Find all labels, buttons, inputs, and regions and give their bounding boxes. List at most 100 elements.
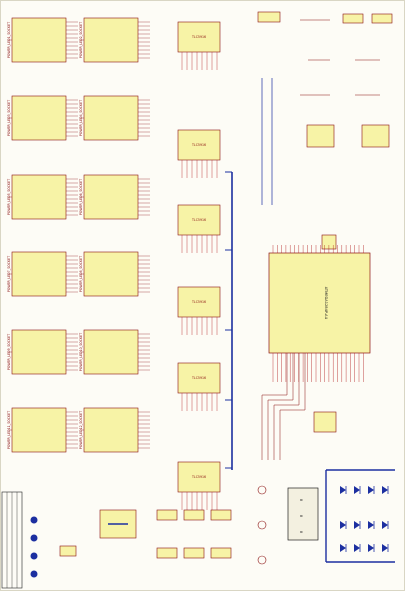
- header-label: POWER_LED5_SOCKET: [7, 179, 11, 215]
- signal-wires: [261, 353, 306, 460]
- mcu-body: [268, 252, 371, 354]
- driver-body: [177, 286, 221, 318]
- voltage-regulator-2: [371, 13, 393, 24]
- header-body: [83, 17, 139, 63]
- seven-segment-display: 8 8 8: [287, 487, 319, 541]
- led-driver-group: TLC5916TLC5916TLC5916TLC5916TLC5916TLC59…: [177, 21, 221, 510]
- led-driver-ic: TLC5916: [177, 129, 221, 178]
- button-4: [156, 547, 178, 559]
- connector-header: POWER_LED5_SOCKET: [7, 174, 78, 220]
- mcu-pins: [272, 245, 364, 382]
- led-diode: [340, 544, 347, 552]
- connector-header: POWER_LED7_SOCKET: [7, 251, 78, 297]
- button-1: [156, 509, 178, 521]
- driver-body: [177, 21, 221, 53]
- mounting-hole-3: [30, 552, 38, 560]
- mounting-holes: [30, 516, 38, 578]
- header-body: [11, 251, 67, 297]
- led-diode: [354, 544, 361, 552]
- diode-leads: [300, 19, 380, 96]
- header-body: [83, 251, 139, 297]
- led-driver-ic: TLC5916: [177, 362, 221, 411]
- voltage-regulator-1: [342, 13, 364, 24]
- title-block: [1, 491, 23, 589]
- bottom-components: [59, 509, 232, 559]
- led-diode: [354, 521, 361, 529]
- header-label: POWER_LED10_SOCKET: [79, 333, 83, 371]
- mcu-label: ATMEGA1284P-AU: [324, 287, 328, 320]
- driver-body: [177, 461, 221, 493]
- header-label: POWER_LED9_SOCKET: [7, 334, 11, 370]
- header-body: [11, 329, 67, 375]
- display-drivers: [257, 485, 267, 565]
- led-diode: [382, 486, 389, 494]
- led-diode-body: [354, 544, 360, 552]
- header-label: POWER_LED4_SOCKET: [79, 100, 83, 136]
- connector-header: POWER_LED10_SOCKET: [79, 329, 150, 375]
- led-diode: [368, 521, 375, 529]
- led-diode-body: [340, 521, 346, 529]
- fuse: [59, 545, 77, 557]
- driver-body: [177, 129, 221, 161]
- header-label: POWER_LED12_SOCKET: [79, 411, 83, 449]
- led-diode-body: [354, 521, 360, 529]
- driver-body: [177, 362, 221, 394]
- led-driver-ic: TLC5916: [177, 286, 221, 335]
- connector-header: POWER_LED6_SOCKET: [79, 174, 150, 220]
- led-diode: [368, 486, 375, 494]
- led-diode-body: [382, 544, 388, 552]
- transistor-q1: [257, 485, 267, 495]
- header-body: [11, 407, 67, 453]
- led-diode: [382, 521, 389, 529]
- connector-header: POWER_LED9_SOCKET: [7, 329, 78, 375]
- driver-label: TLC5916: [191, 143, 206, 147]
- header-body: [83, 329, 139, 375]
- button-3: [210, 509, 232, 521]
- led-driver-ic: TLC5916: [177, 21, 221, 70]
- driver-label: TLC5916: [191, 218, 206, 222]
- resistor-ladder-wires: [261, 78, 273, 205]
- led-diode-body: [340, 486, 346, 494]
- header-label: POWER_LED1_SOCKET: [7, 22, 11, 58]
- led-diode-body: [354, 486, 360, 494]
- connector-header: POWER_LED11_SOCKET: [7, 407, 78, 453]
- led-driver-ic: TLC5916: [177, 461, 221, 510]
- led-diode: [354, 486, 361, 494]
- connector-header: POWER_LED12_SOCKET: [79, 407, 150, 453]
- header-label: POWER_LED6_SOCKET: [79, 179, 83, 215]
- header-body: [11, 174, 67, 220]
- connector-header: POWER_LED3_SOCKET: [7, 95, 78, 141]
- led-diode: [368, 544, 375, 552]
- display-body: [287, 487, 319, 541]
- led-diode-body: [368, 544, 374, 552]
- connector-header: POWER_LED8_SOCKET: [79, 251, 150, 297]
- led-driver-ic: TLC5916: [177, 204, 221, 253]
- mounting-hole-4: [30, 570, 38, 578]
- digit-3: 8: [299, 531, 303, 534]
- driver-label: TLC5916: [191, 376, 206, 380]
- driver-body: [177, 204, 221, 236]
- header-body: [83, 174, 139, 220]
- led-diode-body: [368, 486, 374, 494]
- led-bus: [325, 469, 395, 563]
- button-6: [210, 547, 232, 559]
- microcontroller: ATMEGA1284P-AU: [268, 245, 371, 382]
- led-diode: [382, 544, 389, 552]
- transistor-array-2: [361, 124, 390, 148]
- top-right-components: [257, 11, 393, 433]
- led-indicators: [340, 486, 389, 552]
- driver-label: TLC5916: [191, 35, 206, 39]
- connector-header: POWER_LED2_SOCKET: [79, 17, 150, 63]
- mounting-hole-2: [30, 534, 38, 542]
- header-label: POWER_LED11_SOCKET: [7, 411, 11, 449]
- header-body: [11, 17, 67, 63]
- transistor-q3: [257, 555, 267, 565]
- led-diode-body: [340, 544, 346, 552]
- digit-2: 8: [299, 515, 303, 518]
- led-diode-body: [382, 486, 388, 494]
- button-5: [183, 547, 205, 559]
- crystal-component: [257, 11, 281, 23]
- connector-header: POWER_LED4_SOCKET: [79, 95, 150, 141]
